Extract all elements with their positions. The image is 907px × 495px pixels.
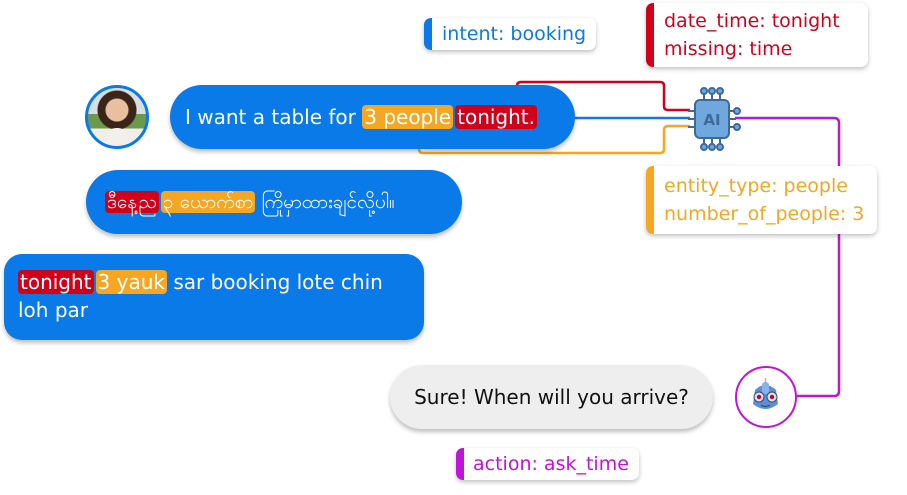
entity-time-highlight: tonight [18, 270, 94, 294]
chip-label: AI [703, 111, 720, 129]
wire-people [417, 124, 690, 155]
entity-time-highlight: ဒီနေ့ည [105, 191, 159, 213]
entity-type-text: entity_type: people [664, 175, 848, 197]
action-tag: action: ask_time [456, 448, 639, 480]
ai-chip-icon: AI [688, 87, 741, 151]
action-tag-text: action: ask_time [473, 453, 629, 475]
bot-avatar [735, 366, 797, 428]
wire-action [735, 116, 841, 398]
bot-message: Sure! When will you arrive? [390, 365, 713, 429]
intent-tag-text: intent: booking [442, 23, 587, 45]
message-text: ကြိုမှာထားချင်လို့ပါ။ [261, 191, 395, 213]
date-time-tag: date_time: tonight missing: time [646, 3, 868, 67]
bot-message-text: Sure! When will you arrive? [414, 385, 689, 409]
wire-date-time [515, 80, 690, 112]
user-message-burmese: ဒီနေ့ည၃ ယောက်စာ ကြိုမှာထားချင်လို့ပါ။ [86, 170, 462, 234]
message-text: sar booking lote chin loh par [18, 270, 383, 322]
date-time-text: date_time: tonight [664, 10, 840, 32]
entity-people-highlight: ၃ ယောက်စာ [160, 191, 256, 213]
intent-tag: intent: booking [424, 18, 597, 50]
entity-time-highlight: tonight. [455, 105, 537, 129]
robot-icon [753, 378, 778, 409]
number-of-people-text: number_of_people: 3 [664, 203, 865, 225]
missing-text: missing: time [664, 38, 793, 60]
entity-people-highlight: 3 yauk [95, 270, 167, 294]
user-photo-icon [106, 128, 128, 144]
entity-people-highlight: 3 people [362, 105, 454, 129]
entity-tag: entity_type: people number_of_people: 3 [646, 166, 877, 234]
message-text: I want a table for [185, 105, 363, 129]
user-avatar [85, 85, 149, 149]
